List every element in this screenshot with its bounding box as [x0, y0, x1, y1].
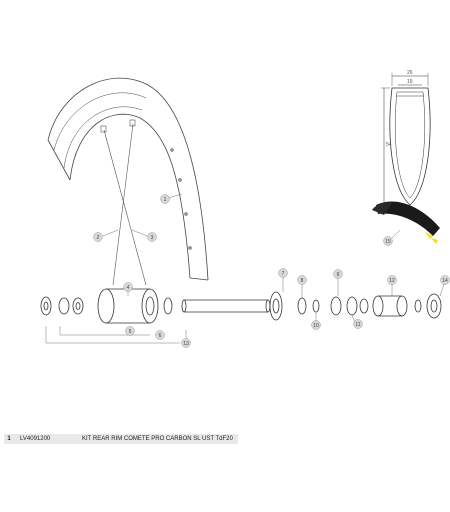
- profile-height: 54: [386, 142, 392, 148]
- svg-text:4: 4: [127, 285, 130, 291]
- callout-2: 2: [93, 232, 103, 242]
- callout-13: 13: [181, 338, 191, 348]
- callout-9: 9: [333, 269, 343, 279]
- profile-width-inner: 19: [407, 79, 413, 85]
- svg-text:2: 2: [97, 235, 100, 241]
- svg-text:11: 11: [355, 322, 360, 328]
- rim-arc: [47, 77, 209, 281]
- callout-3: 3: [147, 232, 157, 242]
- parts-list-row: 1 LV4091200 KIT REAR RIM COMETE PRO CARB…: [4, 434, 238, 444]
- svg-text:8: 8: [301, 278, 304, 284]
- svg-text:1: 1: [164, 197, 167, 203]
- callout-7: 7: [278, 268, 288, 278]
- rim-profile: [381, 73, 431, 206]
- callout-14: 14: [440, 275, 450, 285]
- callout-12: 12: [387, 275, 397, 285]
- svg-text:6: 6: [159, 333, 162, 339]
- parts-row-reference: LV4091200: [20, 436, 51, 442]
- parts-row-description: KIT REAR RIM COMETE PRO CARBON SL UST Td…: [82, 436, 233, 442]
- callout-6: 6: [155, 330, 165, 340]
- svg-text:13: 13: [183, 341, 189, 347]
- callout-10: 10: [311, 320, 321, 330]
- svg-text:15: 15: [385, 239, 391, 245]
- svg-text:9: 9: [337, 272, 340, 278]
- svg-text:7: 7: [282, 271, 285, 277]
- profile-width-top: 26: [407, 70, 413, 76]
- callout-leaders: [45, 193, 446, 344]
- callout-4: 4: [123, 282, 133, 292]
- svg-text:14: 14: [442, 278, 448, 284]
- callout-8: 8: [297, 275, 307, 285]
- spokes: [100, 119, 147, 286]
- svg-text:12: 12: [389, 278, 395, 284]
- callout-1: 1: [160, 194, 170, 204]
- hub-assembly: [40, 288, 442, 324]
- tire-section: [372, 201, 440, 244]
- svg-text:10: 10: [313, 323, 319, 329]
- callout-11: 11: [353, 319, 363, 329]
- svg-text:3: 3: [151, 235, 154, 241]
- parts-row-index: 1: [7, 436, 11, 442]
- svg-text:5: 5: [129, 329, 132, 335]
- callout-5: 5: [125, 326, 135, 336]
- callout-15: 15: [383, 236, 393, 246]
